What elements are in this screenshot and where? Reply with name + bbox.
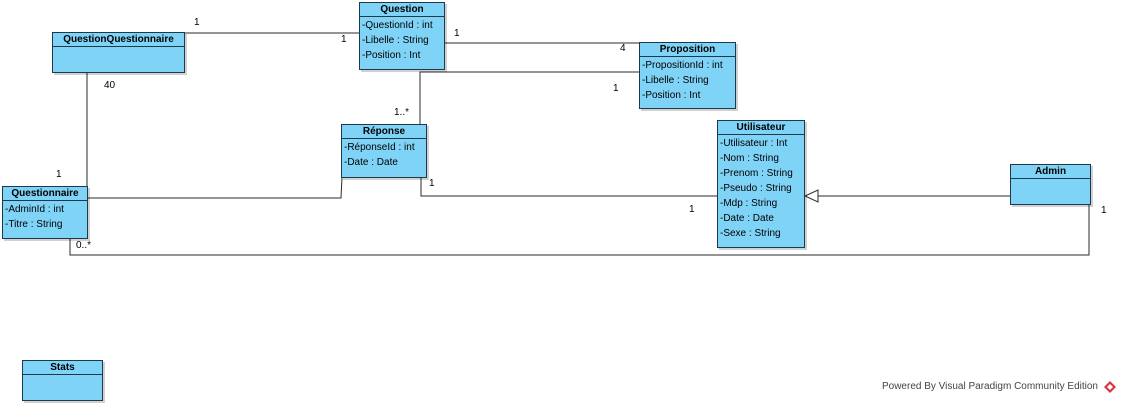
multiplicity: 4: [620, 43, 626, 54]
multiplicity: 1: [613, 83, 619, 94]
class-stats[interactable]: Stats: [22, 360, 103, 401]
visual-paradigm-logo-icon: [1104, 381, 1116, 393]
attribute: -Libelle : String: [362, 35, 429, 46]
attribute: -Date : Date: [720, 213, 774, 224]
class-admin[interactable]: Admin: [1010, 164, 1091, 205]
class-reponse[interactable]: Réponse -RéponseId : int -Date : Date: [341, 124, 427, 178]
assoc-proposition-reponse: [419, 71, 640, 125]
multiplicity: 1: [56, 169, 62, 180]
class-name: Utilisateur: [718, 121, 804, 135]
attribute: -QuestionId : int: [362, 20, 433, 31]
class-utilisateur[interactable]: Utilisateur -Utilisateur : Int -Nom : St…: [717, 120, 805, 248]
generalization-arrowhead: [803, 189, 819, 203]
multiplicity: 1: [341, 34, 347, 45]
class-proposition[interactable]: Proposition -PropositionId : int -Libell…: [639, 42, 736, 109]
attribute: -Libelle : String: [642, 75, 709, 86]
attribute: -Position : Int: [642, 90, 701, 101]
multiplicity: 1: [1101, 205, 1107, 216]
class-name: Admin: [1011, 165, 1090, 179]
attribute: -Mdp : String: [720, 198, 778, 209]
class-name: Stats: [23, 361, 102, 375]
assoc-reponse-utilisateur: [420, 177, 718, 197]
attribute: -Titre : String: [5, 219, 63, 230]
class-question[interactable]: Question -QuestionId : int -Libelle : St…: [359, 2, 445, 70]
multiplicity: 1: [429, 178, 435, 189]
class-name: QuestionQuestionnaire: [53, 33, 184, 47]
attribute: -Sexe : String: [720, 228, 781, 239]
class-questionquestionnaire[interactable]: QuestionQuestionnaire: [52, 32, 185, 73]
assoc-admin-questionnaire: [69, 204, 1090, 256]
multiplicity: 1: [194, 17, 200, 28]
attribute: -Utilisateur : Int: [720, 138, 788, 149]
attribute: -Pseudo : String: [720, 183, 792, 194]
class-name: Réponse: [342, 125, 426, 139]
attribute: -Nom : String: [720, 153, 779, 164]
multiplicity: 0..*: [76, 240, 92, 251]
attribute: -Position : Int: [362, 50, 421, 61]
class-name: Questionnaire: [3, 187, 87, 201]
assoc-questionnaire-reponse: [87, 176, 343, 199]
attribute: -PropositionId : int: [642, 60, 723, 71]
attribute: -RéponseId : int: [344, 142, 415, 153]
attribute: -Date : Date: [344, 157, 398, 168]
multiplicity: 1: [454, 28, 460, 39]
powered-by-footer: Powered By Visual Paradigm Community Edi…: [881, 381, 1098, 392]
multiplicity: 40: [104, 80, 116, 91]
multiplicity: 1: [689, 204, 695, 215]
class-questionnaire[interactable]: Questionnaire -AdminId : int -Titre : St…: [2, 186, 88, 239]
attribute: -Prenom : String: [720, 168, 793, 179]
multiplicity: 1..*: [394, 107, 410, 118]
class-name: Proposition: [640, 43, 735, 57]
class-name: Question: [360, 3, 444, 17]
attribute: -AdminId : int: [5, 204, 64, 215]
